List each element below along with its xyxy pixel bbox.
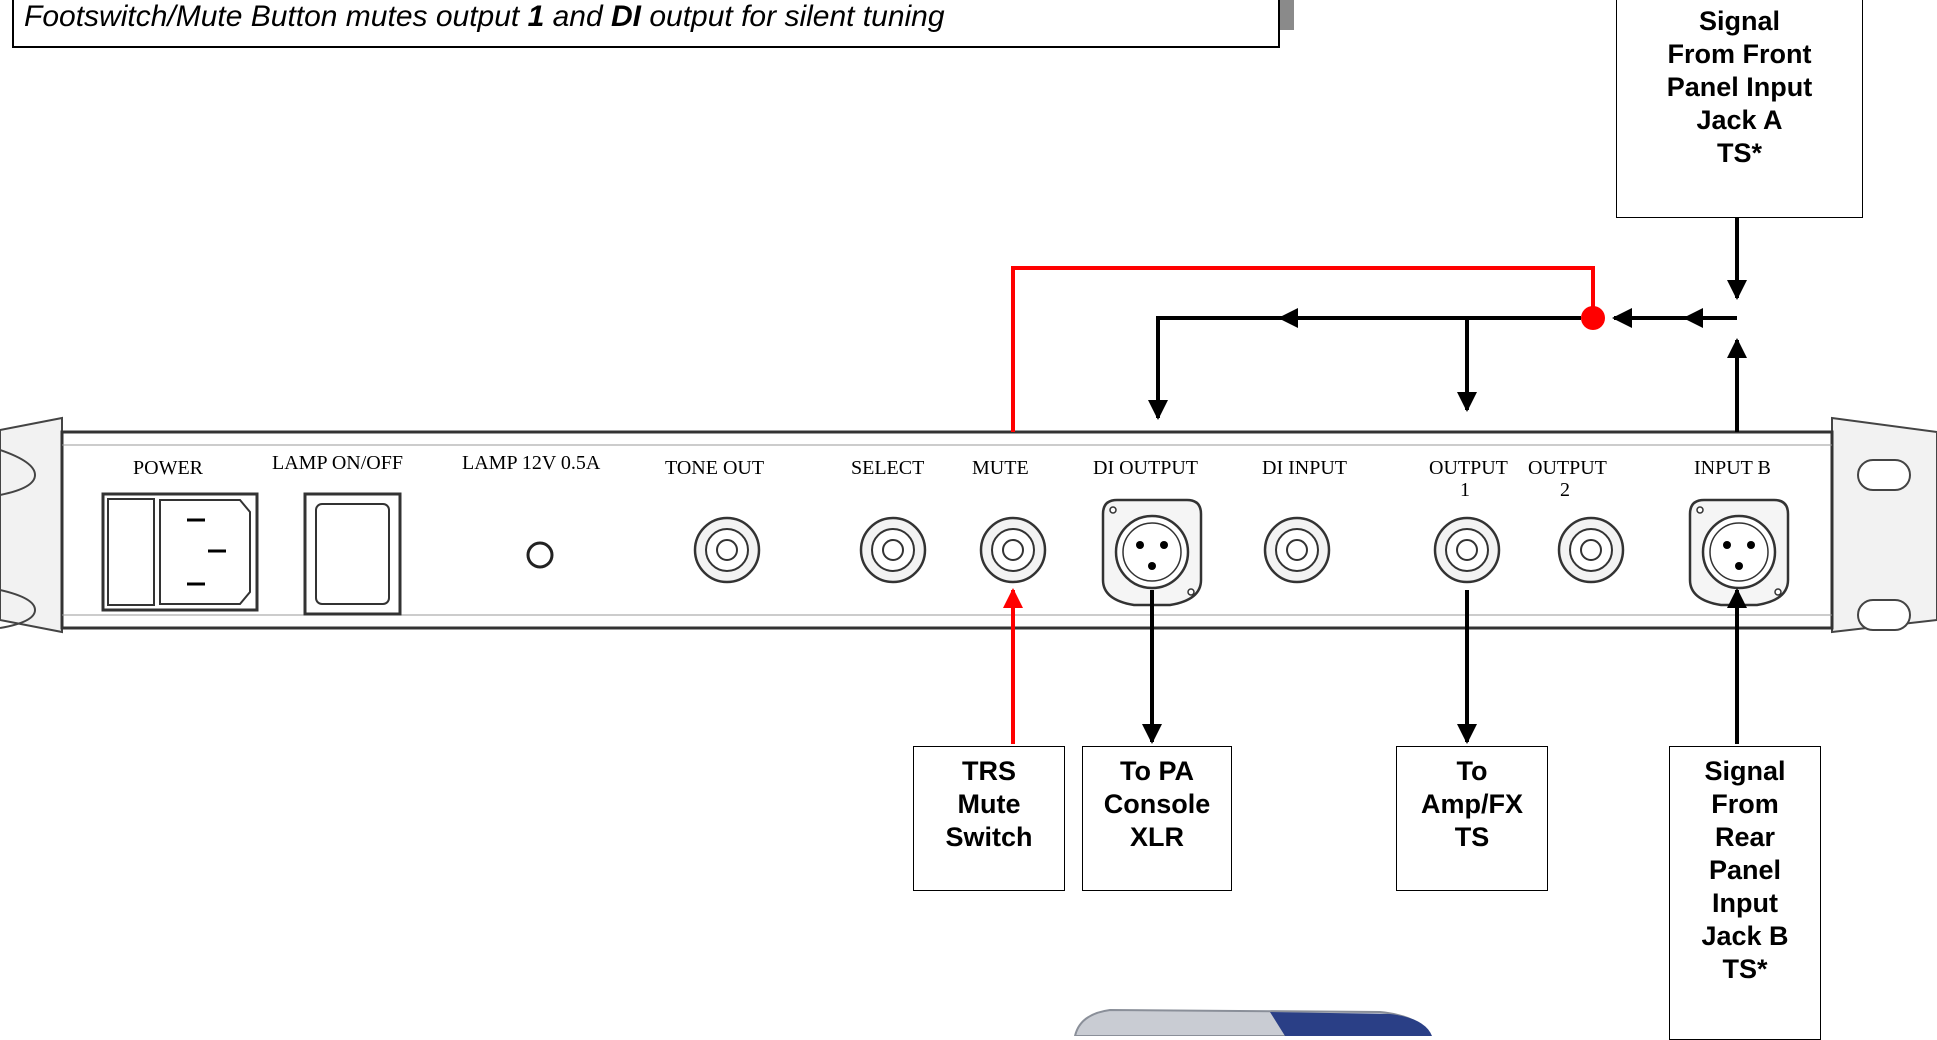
lamp-switch — [305, 494, 400, 614]
label-output-1: OUTPUT — [1429, 457, 1508, 479]
xlr-di-output — [1103, 500, 1201, 605]
mute-junction-dot — [1581, 306, 1605, 330]
jack-mute — [981, 518, 1045, 582]
box-to-pa-console: To PA Console XLR — [1082, 746, 1232, 891]
label-tone-out: TONE OUT — [665, 457, 764, 479]
rack-panel — [0, 418, 1937, 632]
label-output-2: OUTPUT — [1528, 457, 1607, 479]
label-lamp-on-off: LAMP ON/OFF — [272, 452, 403, 474]
label-lamp-12v: LAMP 12V 0.5A — [462, 452, 601, 474]
label-output-1-number: 1 — [1460, 479, 1470, 501]
jack-output-1 — [1435, 518, 1499, 582]
jack-di-input — [1265, 518, 1329, 582]
box-front-panel-input: Signal From Front Panel Input Jack A TS* — [1616, 0, 1863, 218]
label-mute: MUTE — [972, 457, 1029, 479]
label-output-2-number: 2 — [1560, 479, 1570, 501]
xlr-cable-image — [1075, 1010, 1432, 1036]
jack-tone-out — [695, 518, 759, 582]
xlr-input-b — [1690, 500, 1788, 605]
label-input-b: INPUT B — [1694, 457, 1771, 479]
box-trs-mute-switch: TRS Mute Switch — [913, 746, 1065, 891]
jack-select — [861, 518, 925, 582]
box-to-amp-fx: To Amp/FX TS — [1396, 746, 1548, 891]
jack-output-2 — [1559, 518, 1623, 582]
label-di-input: DI INPUT — [1262, 457, 1347, 479]
left-rack-ear — [0, 418, 62, 632]
label-power: POWER — [133, 457, 204, 479]
box-rear-panel-input: Signal From Rear Panel Input Jack B TS* — [1669, 746, 1821, 1040]
label-select: SELECT — [851, 457, 924, 479]
power-inlet — [103, 494, 257, 610]
label-di-output: DI OUTPUT — [1093, 457, 1198, 479]
